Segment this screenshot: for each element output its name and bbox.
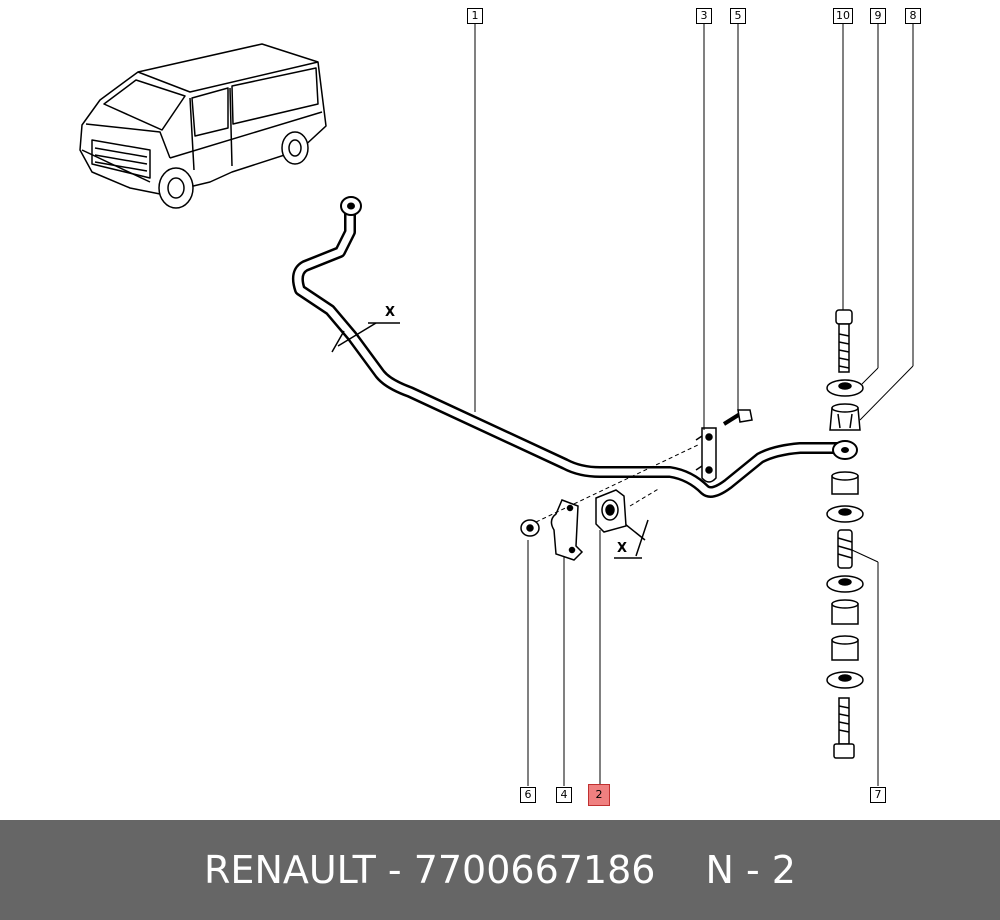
callout-4[interactable]: 4 — [556, 787, 572, 803]
assembly-line — [535, 443, 701, 523]
link-stack — [826, 309, 864, 759]
marker-x-top-label: X — [385, 305, 396, 320]
bracket-part-4 — [550, 499, 584, 561]
part-number: RENAULT - 7700667186 — [204, 848, 656, 892]
bolt-part-5 — [722, 409, 753, 426]
leader-lines — [474, 24, 914, 786]
footer-bar: RENAULT - 7700667186 N - 2 — [0, 820, 1000, 920]
diagram-drawing — [79, 24, 914, 786]
exploded-parts-diagram: X X 1 3 5 10 9 8 6 4 2 7 — [79, 8, 921, 806]
callout-9[interactable]: 9 — [870, 8, 886, 24]
callout-1[interactable]: 1 — [467, 8, 483, 24]
van-illustration — [79, 43, 327, 209]
bushing-part-2 — [595, 489, 627, 533]
marker-x-top — [331, 322, 400, 353]
reference-label: N - 2 — [705, 848, 796, 892]
callout-6[interactable]: 6 — [520, 787, 536, 803]
callout-10[interactable]: 10 — [833, 8, 853, 24]
marker-x-bottom-label: X — [617, 541, 628, 556]
callout-5[interactable]: 5 — [730, 8, 746, 24]
callout-3[interactable]: 3 — [696, 8, 712, 24]
callout-2[interactable]: 2 — [588, 784, 610, 806]
callout-7[interactable]: 7 — [870, 787, 886, 803]
nut-part-6 — [520, 519, 540, 537]
clamp-part-3 — [695, 427, 717, 483]
stabilizer-bar — [291, 196, 858, 498]
callout-8[interactable]: 8 — [905, 8, 921, 24]
